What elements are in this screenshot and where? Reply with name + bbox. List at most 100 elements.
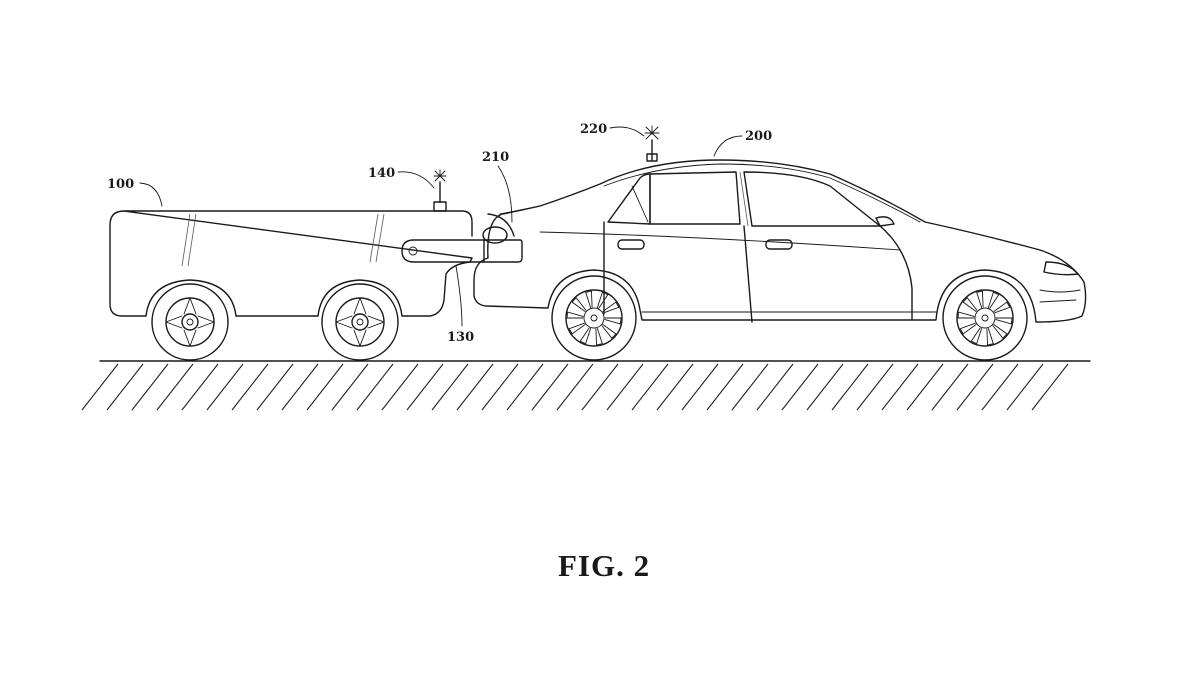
hatch-line: [906, 363, 944, 411]
car-body-crease: [539, 231, 901, 251]
car-front-handle: [765, 239, 793, 250]
car-rear-wheel: [551, 275, 637, 361]
wheel-spoke: [568, 322, 586, 335]
hatch-line: [456, 363, 494, 411]
hatch-line: [1006, 363, 1044, 411]
car-antenna-icon: [644, 125, 660, 140]
car-rear-handle: [617, 239, 645, 250]
hatch-line: [106, 363, 144, 411]
ref-label-100: 100: [107, 177, 134, 192]
hatch-line: [806, 363, 844, 411]
hatch-line: [181, 363, 219, 411]
hatch-line: [856, 363, 894, 411]
hatch-line: [506, 363, 544, 411]
hatch-line: [881, 363, 919, 411]
hatch-line: [356, 363, 394, 411]
hatch-line: [606, 363, 644, 411]
hatch-line: [406, 363, 444, 411]
wheel-spoke: [585, 290, 593, 308]
hatch-line: [731, 363, 769, 411]
leader-130: [455, 265, 463, 327]
connector-pivot: [408, 246, 418, 256]
hatch-line: [231, 363, 269, 411]
ref-label-140: 140: [368, 166, 395, 181]
hatch-line: [756, 363, 794, 411]
hatch-line: [481, 363, 519, 411]
robot-rear-wheel: [151, 283, 229, 361]
car-front-door-window: [743, 171, 881, 227]
robot-vehicle: [109, 169, 473, 361]
wheel-spoke: [579, 327, 592, 345]
hatch-line: [331, 363, 369, 411]
leader-140: [397, 171, 435, 189]
car-antenna-mount: [646, 153, 658, 162]
car: [473, 125, 1087, 361]
car-front-door-line: [879, 225, 913, 321]
hatch-line: [1031, 363, 1069, 411]
wheel-spoke: [986, 328, 994, 346]
car-body: [473, 159, 1087, 323]
leader-220: [609, 126, 645, 137]
leader-210: [497, 165, 513, 223]
robot-shade-1: [181, 213, 191, 267]
wheel-spoke: [596, 291, 609, 309]
robot-antenna-mount: [433, 201, 447, 212]
hatch-line: [131, 363, 169, 411]
car-roof-line: [603, 163, 921, 223]
hatch-line: [581, 363, 619, 411]
wheel-spoke: [571, 297, 587, 312]
wheel-spoke: [959, 322, 977, 335]
leader-200: [713, 135, 743, 157]
robot-shade-3: [369, 213, 379, 263]
leader-100: [139, 182, 163, 207]
hatch-line: [431, 363, 469, 411]
hatch-line: [956, 363, 994, 411]
wheel-spoke: [970, 327, 983, 345]
car-headlight: [1043, 261, 1079, 276]
hatch-line: [81, 363, 119, 411]
hatch-line: [831, 363, 869, 411]
ref-label-220: 220: [580, 122, 607, 137]
car-door-split: [743, 225, 753, 323]
car-front-wheel: [942, 275, 1028, 361]
car-rear-door-window: [649, 171, 741, 225]
wheel-spoke: [987, 291, 1000, 309]
wheel-spoke: [976, 290, 984, 308]
robot-antenna-icon: [433, 169, 447, 182]
hatch-line: [281, 363, 319, 411]
ref-label-200: 200: [745, 129, 772, 144]
wheel-spoke: [995, 317, 1013, 325]
hatch-line: [256, 363, 294, 411]
ref-label-210: 210: [482, 150, 509, 165]
hatch-line: [681, 363, 719, 411]
car-rear-window: [607, 173, 651, 225]
wheel-spoke: [602, 301, 620, 314]
car-mirror: [875, 216, 895, 227]
car-port-recess: [487, 213, 515, 237]
hatch-line: [156, 363, 194, 411]
hatch-line: [206, 363, 244, 411]
hatch-line: [381, 363, 419, 411]
connector-nozzle: [482, 226, 508, 244]
wheel-spoke: [993, 301, 1011, 314]
hatch-line: [931, 363, 969, 411]
hatch-line: [706, 363, 744, 411]
wheel-spoke: [957, 311, 975, 319]
hatch-line: [656, 363, 694, 411]
hatch-line: [306, 363, 344, 411]
figure-caption: FIG. 2: [558, 548, 650, 583]
leader-lines: [139, 126, 743, 327]
hatch-line: [556, 363, 594, 411]
robot-shade-2: [187, 213, 197, 267]
ref-label-130: 130: [447, 330, 474, 345]
wheel-spoke: [962, 297, 978, 312]
hatch-line: [781, 363, 819, 411]
connector-arm: [401, 226, 523, 263]
ground: [81, 360, 1091, 411]
wheel-spoke: [601, 324, 617, 339]
hatch-line: [631, 363, 669, 411]
wheel-spoke: [992, 324, 1008, 339]
hatch-line: [981, 363, 1019, 411]
wheel-spoke: [595, 328, 603, 346]
